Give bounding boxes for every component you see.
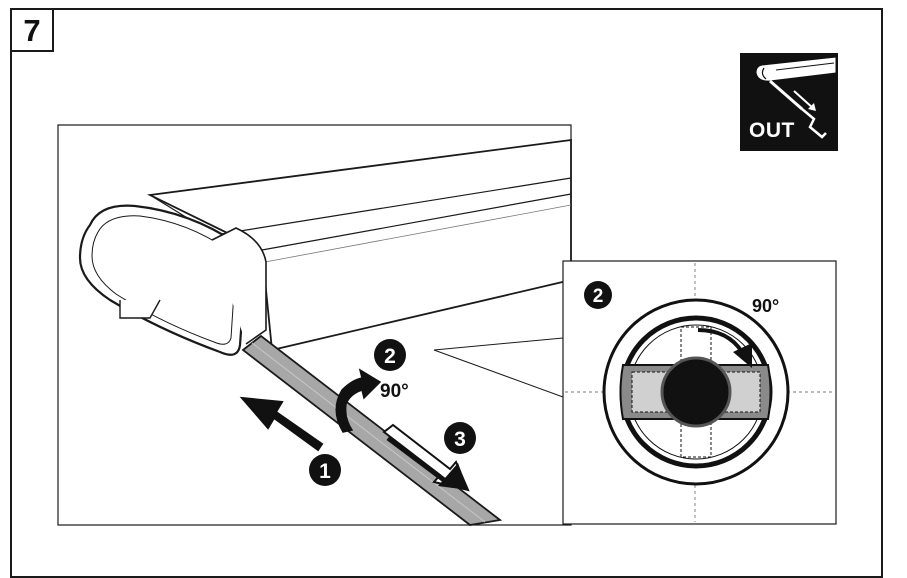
step-number: 7 [23, 12, 41, 48]
pull-arrow [382, 423, 470, 492]
step-1-number: 1 [319, 460, 331, 483]
detail-inset: 2 90° [433, 260, 837, 525]
detail-rotation-label: 90° [752, 296, 779, 316]
step-3-callout: 3 [444, 422, 476, 454]
step-2-callout: 2 [374, 339, 406, 371]
step-3-number: 3 [454, 428, 466, 451]
detail-step-number: 2 [593, 286, 604, 307]
step-1-callout: 1 [309, 454, 341, 486]
push-arrow [239, 396, 324, 452]
step-2-number: 2 [384, 345, 396, 368]
awning-roll-out-glyph [755, 56, 837, 139]
rotation-label: 90° [380, 381, 409, 402]
rotate-arrow [335, 368, 382, 433]
end-cap [78, 204, 267, 356]
out-label: OUT [749, 119, 795, 142]
crank-rod [241, 334, 503, 526]
step-number-box: 7 [10, 8, 54, 52]
awning-out-icon: OUT [740, 53, 838, 151]
awning-case [146, 138, 572, 352]
